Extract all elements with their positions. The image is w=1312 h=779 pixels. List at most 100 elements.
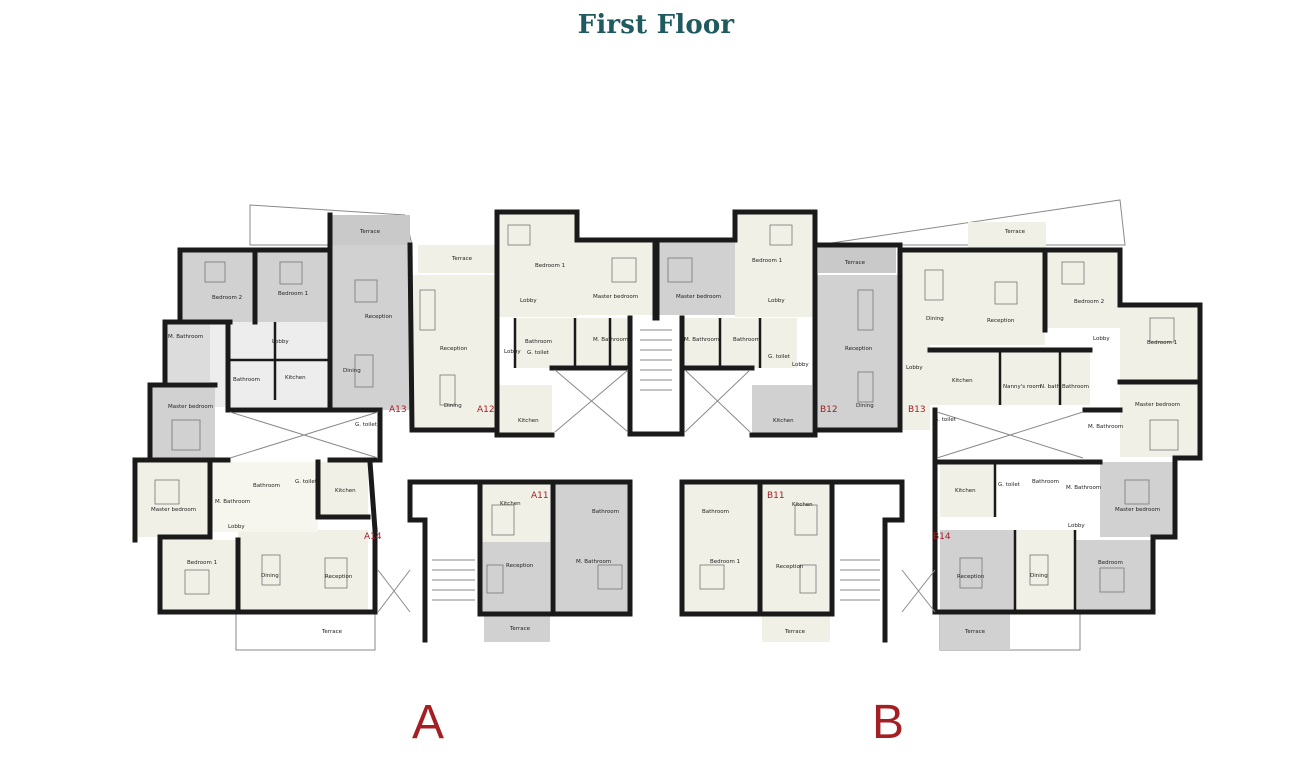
label-master-bedroom: Master bedroom [151,507,196,513]
label-dining: Dining [343,368,361,374]
label-kitchen: Kitchen [952,378,973,384]
label-m-bathroom: M. Bathroom [1088,424,1123,430]
room-master-a13 [150,385,215,460]
label-terrace: Terrace [784,629,806,635]
block-a-plan [132,204,685,651]
label-terrace: Terrace [359,229,381,235]
room-kitchen-b12 [752,385,812,435]
label-master-bedroom: Master bedroom [1135,402,1180,408]
room-reception-b12 [815,275,900,430]
room-terrace-b14 [940,614,1010,650]
room-elevators-b [834,482,902,520]
label-m-bathroom: M. Bathroom [684,337,719,343]
label-bedroom1: Bedroom 1 [535,263,565,269]
room-bedroom1-b11 [682,542,760,614]
label-bathroom: Bathroom [1032,479,1059,485]
label-kitchen: Kitchen [518,418,539,424]
room-master-b14 [1100,462,1175,537]
label-dining: Dining [261,573,279,579]
unit-label-b14: B14 [933,532,951,542]
unit-label-b13: B13 [908,405,926,415]
label-bedroom: Bedroom [1098,560,1123,566]
room-bedroom1-a12 [497,212,577,272]
label-reception: Reception [776,564,804,570]
label-reception: Reception [987,318,1015,324]
label-lobby: Lobby [768,298,785,304]
label-bedroom1: Bedroom 1 [278,291,308,297]
label-bathroom: Bathroom [733,337,760,343]
room-terrace-b13 [968,222,1046,250]
room-lobby-b13 [900,345,930,430]
room-kitchen-a14 [318,462,368,517]
label-m-bathroom: M. Bathroom [168,334,203,340]
room-lobby-a12 [497,272,577,317]
label-reception: Reception [957,574,985,580]
label-terrace: Terrace [321,629,343,635]
label-m-bathroom: M. Bathroom [215,499,250,505]
room-mbed-a11 [553,482,630,614]
room-bedroom1-a13 [256,250,328,322]
label-g-toilet: G. toilet [768,354,791,360]
room-reception-a11 [480,542,550,614]
room-bedroom-b14 [1075,540,1153,612]
label-bathroom: Bathroom [702,509,729,515]
page-title: First Floor [577,10,735,40]
label-g-toilet: G. toilet [355,422,378,428]
room-mbath-a13 [165,322,210,382]
label-g-toilet: G. toilet [295,479,318,485]
room-bedroom2-a [180,250,253,322]
label-terrace: Terrace [964,629,986,635]
room-bedroom1-a14 [160,540,238,612]
label-bedroom1: Bedroom 1 [1147,340,1177,346]
room-reception-b13 [900,250,1045,345]
label-lobby: Lobby [1093,336,1110,342]
label-lobby: Lobby [792,362,809,368]
unit-label-b11: B11 [767,491,785,501]
room-dining-b14 [1015,530,1075,612]
room-master-b13 [1120,382,1200,457]
label-lobby: Lobby [272,339,289,345]
room-terrace-a13 [330,215,410,245]
label-kitchen: Kitchen [335,488,356,494]
room-terrace-b12 [818,245,896,273]
label-kitchen: Kitchen [792,502,813,508]
label-terrace: Terrace [1004,229,1026,235]
label-dining: Dining [856,403,874,409]
label-master-bedroom: M. Bathroom [576,559,611,565]
room-kitchen-b14 [940,462,995,517]
label-bathroom: Bathroom [233,377,260,383]
label-kitchen: Kitchen [773,418,794,424]
label-reception: Reception [506,563,534,569]
label-terrace: Terrace [451,256,473,262]
room-bedroom1-b12 [735,212,815,272]
label-kitchen: Kitchen [500,501,521,507]
label-reception: Reception [845,346,873,352]
label-lobby: Lobby [504,349,521,355]
room-reception-b11 [762,482,832,614]
unit-labels: A13 A12 A11 A14 B12 B13 B11 B14 [364,405,951,542]
room-labels: Terrace Bedroom 2 Bedroom 1 Reception M.… [151,229,1180,635]
label-lobby: Lobby [228,524,245,530]
label-kitchen: Kitchen [285,375,306,381]
label-bathroom: Bathroom [253,483,280,489]
label-master-bedroom: Master bedroom [676,294,721,300]
block-label-a: A [412,696,445,749]
label-m-bathroom: M. Bathroom [1066,485,1101,491]
room-lobby-a14 [210,462,318,532]
room-stair-a [630,322,682,434]
room-bedroom2-b13 [1045,248,1120,328]
label-dining: Dining [1030,573,1048,579]
label-nannys-room: Nanny's room [1003,384,1041,390]
room-nanny-b13 [1000,350,1090,405]
label-dining: Dining [444,403,462,409]
room-reception-b14 [940,530,1015,612]
room-baths-b12 [682,318,797,368]
label-bedroom2: Bedroom 2 [212,295,242,301]
room-dining-a14 [238,530,368,612]
unit-label-b12: B12 [820,405,838,415]
label-bedroom1: Bedroom 1 [710,559,740,565]
label-reception: Reception [440,346,468,352]
block-label-b: B [872,696,905,749]
label-terrace: Terrace [844,260,866,266]
room-reception-a12 [412,275,497,430]
